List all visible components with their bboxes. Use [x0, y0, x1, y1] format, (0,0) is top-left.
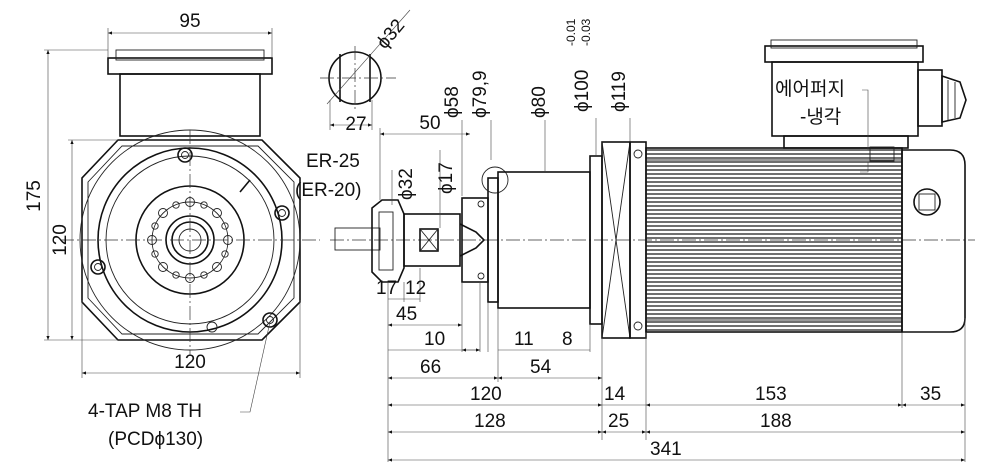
rear-end-cap: [901, 149, 966, 333]
dim-10: 10: [424, 329, 445, 350]
dim-188: 188: [760, 411, 792, 432]
dim-128: 128: [474, 411, 506, 432]
tap-leader: [240, 321, 271, 413]
air-purge-label: 에어퍼지: [775, 78, 845, 100]
collet-holder: [403, 213, 461, 267]
dim-25: 25: [608, 411, 629, 432]
front-terminal-box: [119, 73, 261, 137]
dim-phi32-collet: ϕ32: [396, 168, 417, 200]
tap-label-line2: (PCDϕ130): [108, 429, 203, 450]
air-purge-cooling-label: -냉각: [800, 106, 841, 128]
cable-gland: [917, 69, 943, 127]
dim-phi100: ϕ100: [572, 70, 593, 112]
dim-153: 153: [755, 384, 787, 405]
front-terminal-lid: [115, 49, 265, 61]
collet-er20-label: (ER-20): [295, 180, 362, 201]
dim-phi17: ϕ17: [436, 162, 457, 194]
dim-175: 175: [24, 180, 45, 212]
shaft-section-detail: ϕ32 27: [320, 9, 411, 135]
dim-341: 341: [650, 439, 682, 460]
dim-phi58: ϕ58: [442, 86, 463, 118]
dim-phi100-tol-lower: -0.03: [579, 18, 593, 46]
dim-95: 95: [179, 11, 200, 32]
dim-8: 8: [562, 329, 573, 350]
dim-17: 17: [376, 278, 397, 299]
tap-label-line1: 4-TAP M8 TH: [88, 401, 202, 422]
dim-120-vertical: 120: [50, 224, 71, 256]
motor-finned-body: [645, 147, 903, 333]
dim-phi32-section: ϕ32: [373, 15, 410, 53]
dim-120-horizontal: 120: [174, 352, 206, 373]
air-purge-port: [869, 146, 895, 162]
dim-54: 54: [530, 357, 552, 378]
dim-27: 27: [345, 114, 366, 135]
dim-35: 35: [920, 384, 941, 405]
dim-phi100-tol-upper: -0.01: [564, 18, 578, 46]
tool-shank: [334, 227, 381, 251]
front-flange-inner: [87, 145, 295, 335]
collet-er25-label: ER-25: [306, 151, 360, 172]
dim-50: 50: [419, 113, 440, 134]
dim-66: 66: [420, 357, 441, 378]
dim-12: 12: [405, 278, 426, 299]
dim-phi119: ϕ119: [609, 71, 630, 112]
detail-callout: [481, 166, 509, 194]
tap-holes: [90, 147, 290, 333]
dim-120-side: 120: [470, 384, 502, 405]
collet-nut: [371, 199, 405, 283]
front-view: 95 175 120 120 4-TAP M8 TH (PCDϕ130): [24, 11, 320, 450]
dim-11: 11: [514, 329, 534, 350]
dim-phi80: ϕ80: [529, 86, 550, 118]
dim-14: 14: [604, 384, 626, 405]
side-view: 에어퍼지 -냉각 ER-25 (ER-20) ϕ32 ϕ17 ϕ58 ϕ79,9…: [295, 18, 975, 462]
dim-phi79-9: ϕ79,9: [470, 70, 491, 118]
dim-45: 45: [396, 304, 417, 325]
front-bolt-holes: [147, 197, 233, 283]
